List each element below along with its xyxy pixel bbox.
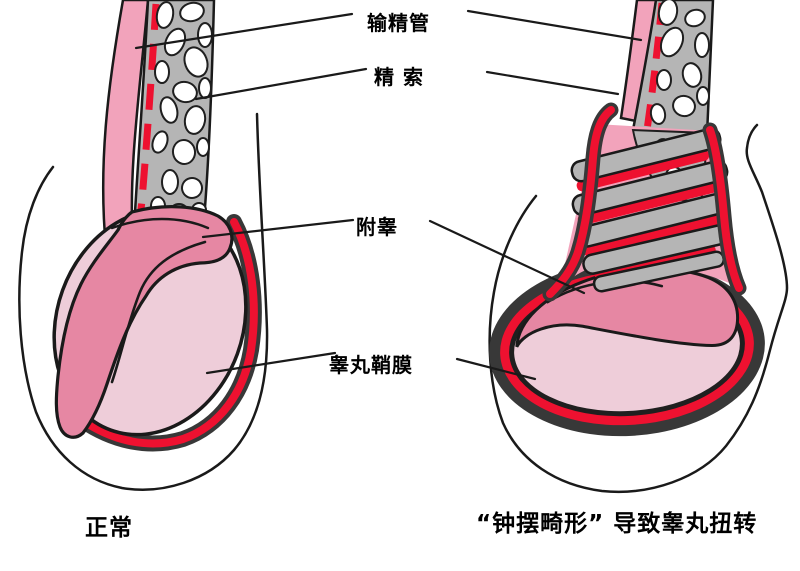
- artery-left: [126, 3, 160, 257]
- pointer-vas-deferens-left: [134, 12, 354, 50]
- tunica-collar-right-red: [706, 126, 743, 292]
- pointer-spermatic-cord-right: [485, 70, 620, 96]
- pointer-tunica-left: [205, 351, 337, 375]
- label-tunica-vaginalis: 睾丸鞘膜: [329, 353, 413, 377]
- pointer-vas-deferens-right: [466, 9, 643, 42]
- left-diagram-normal: [18, 0, 269, 491]
- epididymal-head-fold-left: [110, 217, 210, 230]
- pointer-spermatic-cord-left: [194, 67, 368, 101]
- label-vas-deferens: 输精管: [367, 11, 430, 35]
- pointer-tunica-right: [455, 357, 537, 381]
- caption-torsion: “钟摆畸形” 导致睾丸扭转: [476, 511, 758, 537]
- pointer-epididymis-left: [201, 218, 355, 239]
- vein-mesh-left: [137, 1, 213, 238]
- testis-assembly-right: [489, 259, 765, 437]
- epididymis-left: [54, 205, 234, 439]
- scrotum-outline-left: [18, 112, 269, 491]
- epididymal-duct-left: [110, 240, 207, 384]
- pointer-epididymis-right: [428, 219, 586, 295]
- label-epididymis: 附睾: [356, 215, 398, 239]
- label-spermatic-cord: 精 索: [374, 65, 424, 89]
- vein-mesh-right: [649, 0, 710, 125]
- right-diagram-torsion: [488, 0, 789, 494]
- caption-normal: 正常: [85, 515, 133, 541]
- tunica-vaginalis-left-red: [78, 218, 258, 448]
- tunica-collar-left-red: [546, 106, 615, 298]
- pointer-lines: [134, 9, 643, 381]
